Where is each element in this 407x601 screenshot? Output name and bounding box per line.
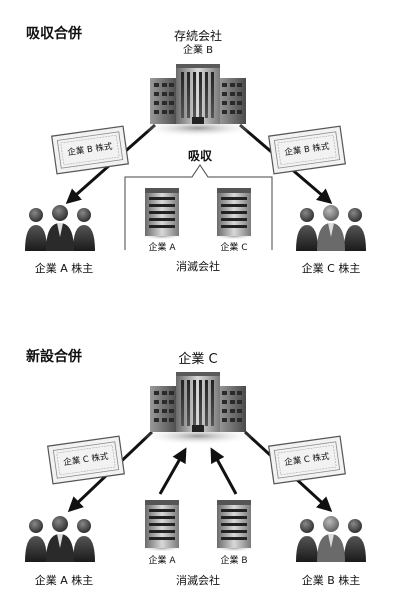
absorption-action-label: 吸収 — [187, 149, 213, 163]
dissolved-company-b-building-2 — [212, 500, 256, 552]
absorption-section — [25, 64, 366, 251]
shareholders-b-icon-2 — [296, 516, 366, 562]
shareholders-a-label: 企業 A 株主 — [34, 262, 94, 275]
surviving-company-name: 企業 B — [182, 45, 214, 56]
dissolved-company-a-building-2 — [140, 500, 184, 552]
dissolved-companies-label-2: 消滅会社 — [176, 574, 220, 587]
arrow-from-company-a — [158, 447, 187, 495]
new-merger-title: 新設合併 — [26, 349, 82, 365]
dissolved-company-c-name: 企業 C — [220, 243, 248, 253]
stock-certificate-left-2 — [47, 435, 125, 485]
arrow-from-company-b — [210, 447, 238, 495]
stock-certificate-right — [268, 125, 346, 175]
dissolved-company-b-name-2: 企業 B — [220, 556, 248, 566]
new-company-name: 企業 C — [178, 352, 218, 367]
dissolved-companies-label: 消滅会社 — [176, 260, 220, 273]
surviving-company-building — [140, 64, 256, 137]
stock-certificate-left — [51, 125, 129, 175]
new-merger-section — [25, 372, 366, 562]
dissolved-company-a-building — [140, 188, 184, 240]
shareholders-a-icon-2 — [25, 516, 95, 562]
surviving-company-label: 存続会社 — [173, 29, 223, 43]
absorption-title: 吸収合併 — [26, 26, 82, 42]
new-company-building — [140, 372, 256, 445]
shareholders-c-icon — [296, 205, 366, 251]
shareholders-a-label-2: 企業 A 株主 — [34, 574, 94, 587]
shareholders-b-label-2: 企業 B 株主 — [301, 574, 361, 587]
shareholders-c-label: 企業 C 株主 — [301, 262, 361, 275]
shareholders-a-icon — [25, 205, 95, 251]
dissolved-company-c-building — [212, 188, 256, 240]
absorption-callout — [124, 164, 273, 250]
stock-certificate-right-2 — [268, 435, 346, 485]
dissolved-company-a-name-2: 企業 A — [148, 556, 176, 566]
dissolved-company-a-name: 企業 A — [148, 243, 176, 253]
